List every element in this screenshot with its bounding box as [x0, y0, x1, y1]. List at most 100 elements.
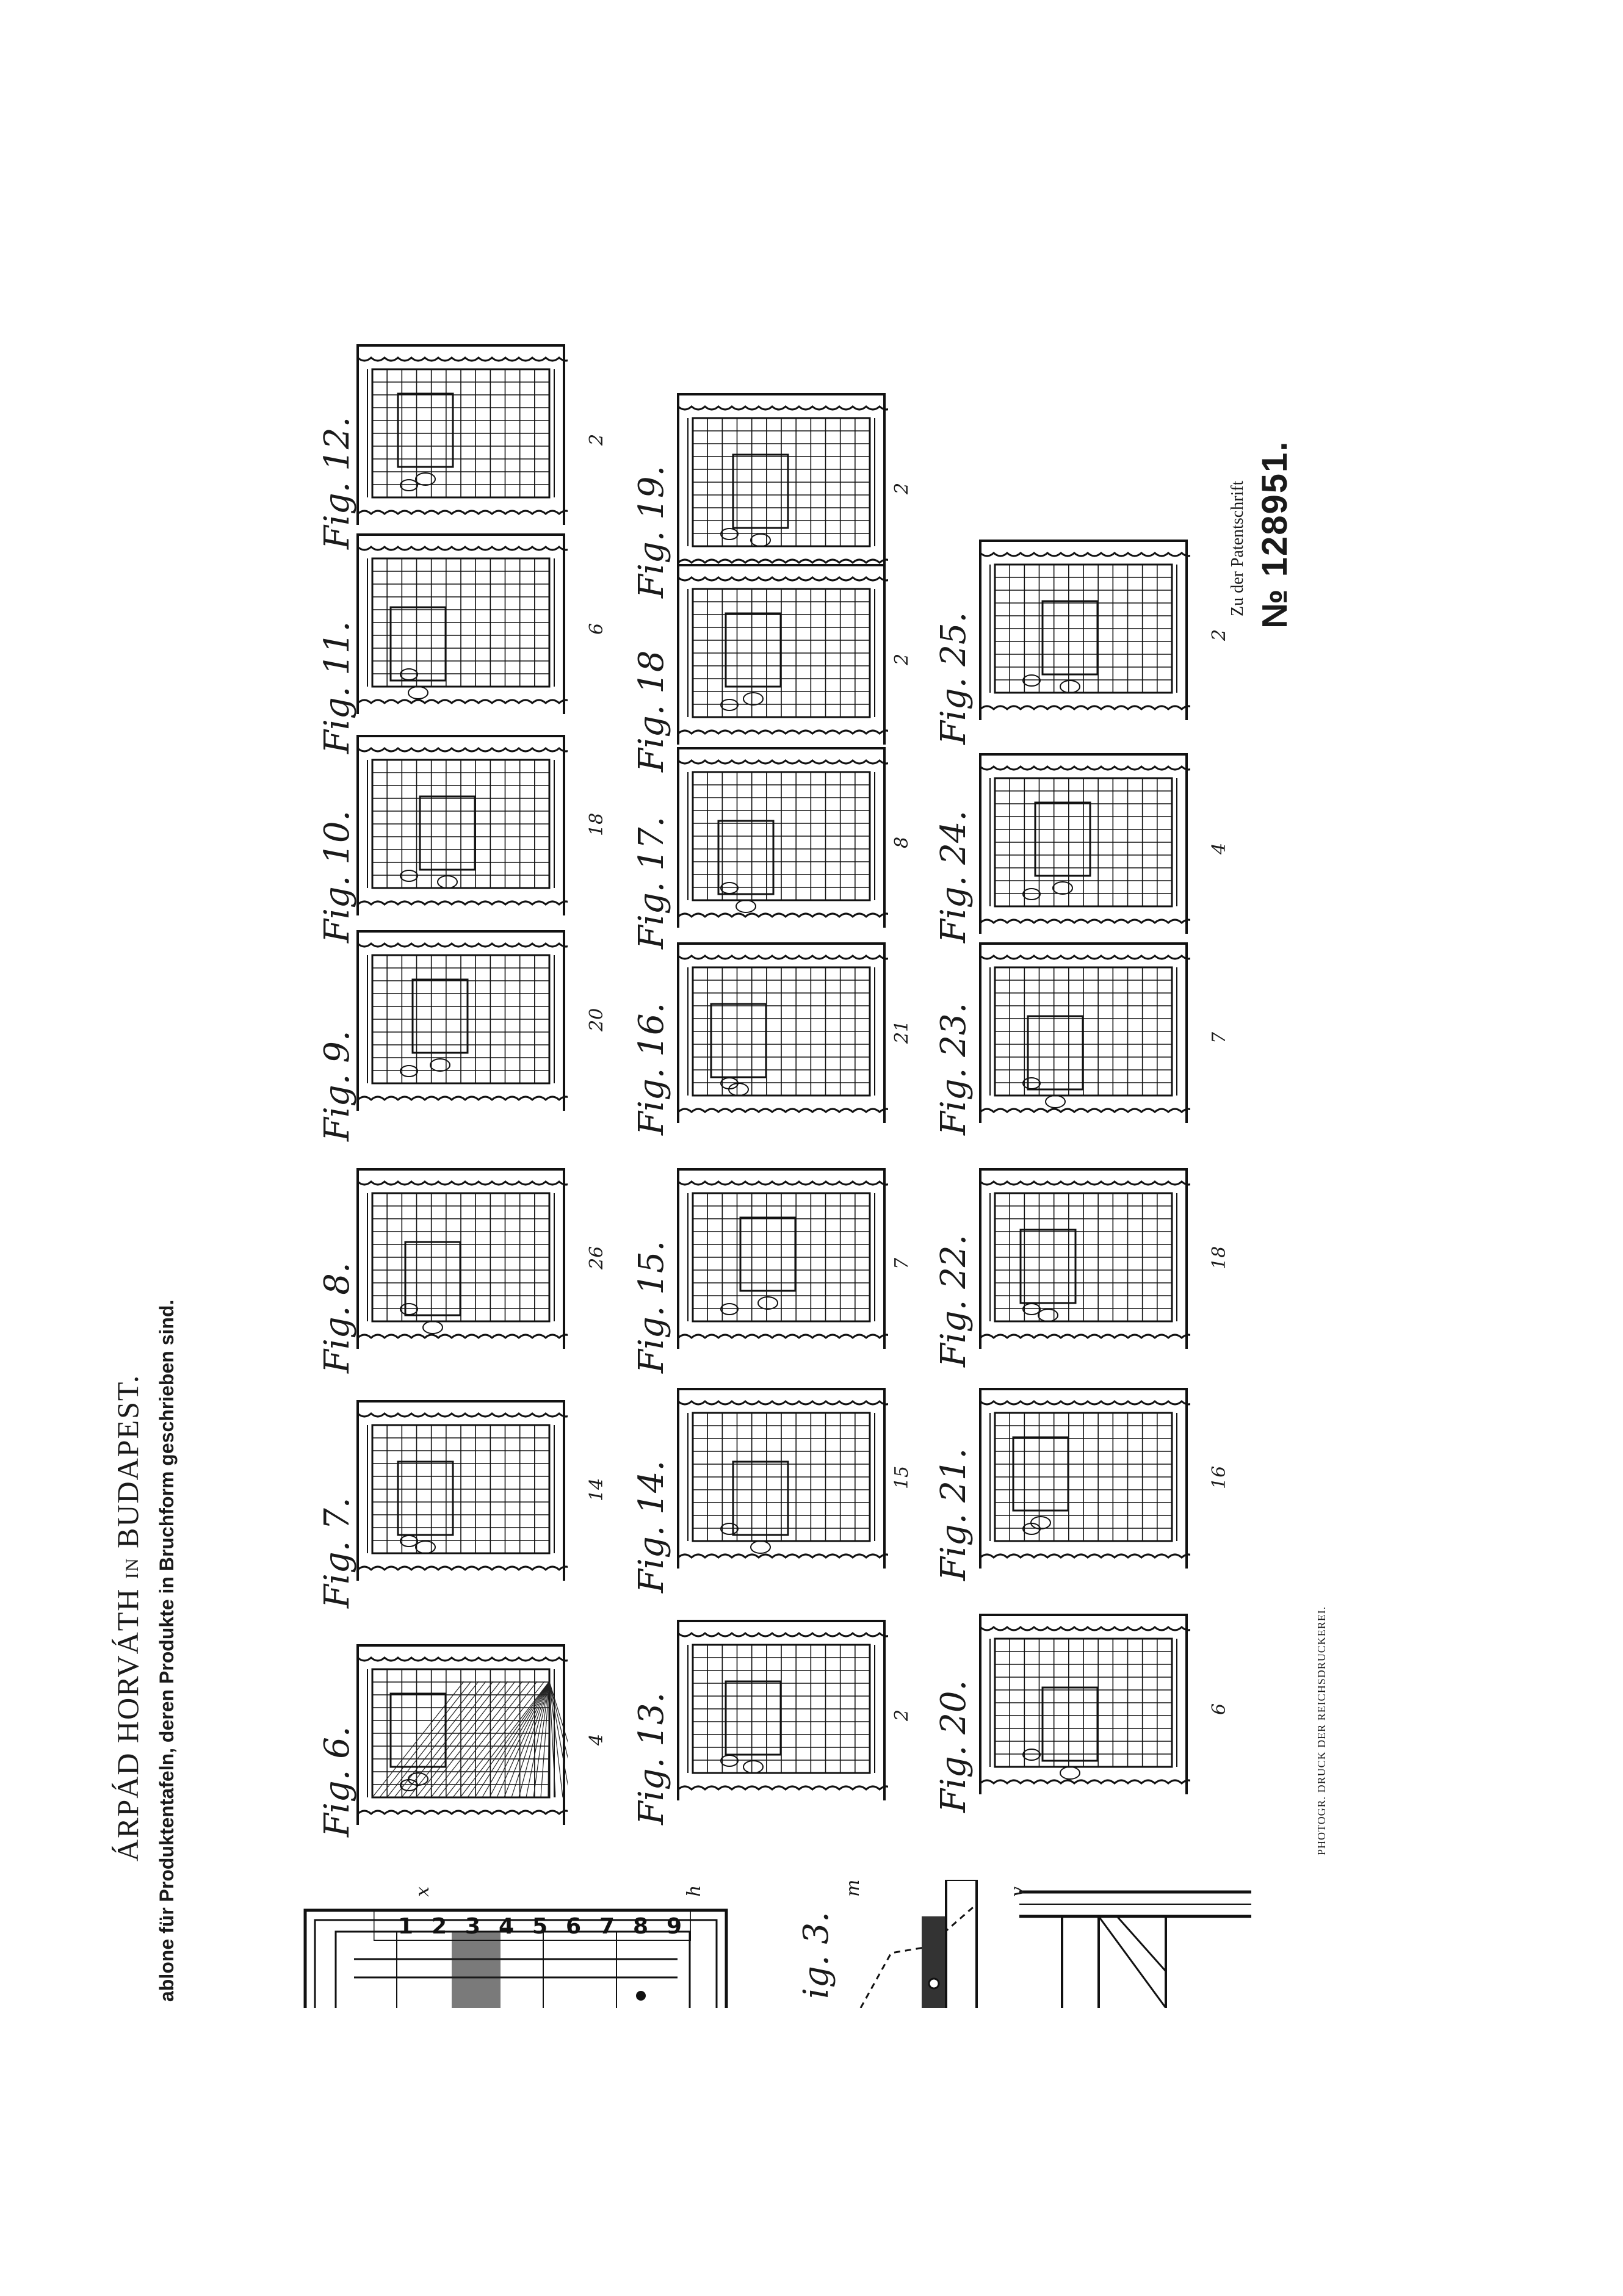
- figure-label: Fig. 15.: [632, 1240, 671, 1373]
- patent-label: Zu der Patentschrift: [1228, 480, 1247, 616]
- letter-h: h: [684, 1885, 705, 1897]
- figure-table-svg: [677, 1388, 888, 1569]
- figure-drawing: [977, 751, 1190, 934]
- figure-drawing: [977, 940, 1190, 1123]
- figure-table-svg: [979, 942, 1190, 1123]
- figure-drawing: [354, 1642, 568, 1825]
- scale-digit-8: 8: [633, 1914, 648, 1939]
- scale-digit-3: 3: [465, 1914, 480, 1939]
- figure-drawing: [977, 537, 1190, 720]
- figure-table-svg: [677, 564, 888, 745]
- figure-table-svg: [356, 930, 568, 1111]
- figure-drawing: [674, 391, 888, 574]
- scale-digit-5: 5: [532, 1914, 548, 1939]
- figure-drawing: [354, 1398, 568, 1581]
- figure-drawing: [674, 745, 888, 928]
- figure-number: 2: [891, 653, 913, 665]
- figure-label: Fig. 20.: [934, 1680, 974, 1813]
- inventor-line: ÁRPÁD HORVÁTH IN BUDAPEST.: [110, 1374, 145, 1861]
- figure-drawing: [674, 1166, 888, 1349]
- figure-drawing: [354, 928, 568, 1111]
- figure-number: 14: [586, 1478, 607, 1501]
- figure-label: Fig. 12.: [317, 416, 357, 549]
- figure-label: Fig. 9.: [317, 1030, 357, 1141]
- figure-table-svg: [677, 1168, 888, 1349]
- figure-label: Fig. 8.: [317, 1262, 357, 1373]
- figure-table-svg: [356, 1644, 568, 1825]
- figure-number: 15: [891, 1465, 913, 1489]
- partial-figure-frame: [299, 1904, 732, 2008]
- figure-label: Fig. 23.: [934, 1002, 974, 1135]
- figure-number: 18: [1209, 1246, 1230, 1269]
- figure-label: Fig. 11.: [317, 621, 357, 754]
- figure-number: 2: [1209, 629, 1230, 641]
- figure-drawing: [674, 1385, 888, 1569]
- figure-number: 18: [586, 812, 607, 836]
- figure-drawing: [674, 1617, 888, 1800]
- inventor-city: BUDAPEST.: [110, 1374, 145, 1548]
- figure-label: Fig. 17.: [632, 816, 671, 949]
- figure-drawing: [354, 732, 568, 915]
- figure-table-svg: [677, 747, 888, 928]
- figure-table-svg: [356, 533, 568, 714]
- figure-drawing: [354, 1166, 568, 1349]
- figure-label: Fig. 25.: [934, 612, 974, 745]
- figure-drawing: [977, 1611, 1190, 1794]
- figure-table-svg: [979, 1168, 1190, 1349]
- figure-table-svg: [356, 1168, 568, 1349]
- figure-label: Fig. 14.: [632, 1460, 671, 1593]
- figure-number: 7: [891, 1257, 913, 1269]
- figure-number: 8: [891, 836, 913, 848]
- figure-table-svg: [356, 344, 568, 525]
- figure-label: Fig. 6.: [317, 1726, 357, 1837]
- figure-drawing: [977, 1166, 1190, 1349]
- figure-label: Fig. 16.: [632, 1002, 671, 1135]
- figure-number: 21: [891, 1020, 913, 1044]
- figure-drawing: [354, 531, 568, 714]
- figure-number: 6: [586, 623, 607, 635]
- letter-v: v: [1007, 1886, 1028, 1897]
- printer-credit: PHOTOGR. DRUCK DER REICHSDRUCKEREI.: [1315, 1606, 1328, 1855]
- inventor-name: ÁRPÁD HORVÁTH: [110, 1587, 145, 1861]
- figure-label: Fig. 7.: [317, 1497, 357, 1608]
- scale-digit-4: 4: [499, 1914, 514, 1939]
- figure-label: Fig. 22.: [934, 1234, 974, 1367]
- figure-number: 2: [586, 433, 607, 446]
- figure-drawing: [674, 561, 888, 745]
- figure-label: Fig. 18: [632, 650, 671, 772]
- figure-number: 6: [1209, 1703, 1230, 1715]
- figure-number: 2: [891, 482, 913, 494]
- figure-number: 2: [891, 1709, 913, 1721]
- scale-digit-6: 6: [566, 1914, 581, 1939]
- letter-m: m: [842, 1879, 864, 1897]
- patent-number: № 128951.: [1255, 440, 1295, 629]
- figure-label: Fig. 19.: [632, 465, 671, 598]
- figure-table-svg: [677, 942, 888, 1123]
- figure-number: 16: [1209, 1465, 1230, 1489]
- figure-drawing: [674, 940, 888, 1123]
- figure-number: 26: [586, 1246, 607, 1269]
- figure-number: 4: [1209, 842, 1230, 854]
- figure-table-svg: [979, 1614, 1190, 1794]
- fig3-label: ig. 3.: [797, 1912, 836, 1999]
- partial-figure-4: [1013, 1880, 1257, 2009]
- figure-label: Fig. 24.: [934, 810, 974, 943]
- figure-label: Fig. 21.: [934, 1448, 974, 1581]
- figure-label: Fig. 13.: [632, 1692, 671, 1825]
- scale-digit-2: 2: [432, 1914, 447, 1939]
- figure-table-svg: [979, 753, 1190, 934]
- figure-table-svg: [356, 735, 568, 915]
- figure-number: 7: [1209, 1031, 1230, 1044]
- figure-number: 20: [586, 1008, 607, 1031]
- figure-table-svg: [677, 393, 888, 574]
- figure-table-svg: [979, 1388, 1190, 1569]
- scale-digit-1: 1: [398, 1914, 413, 1939]
- figure-drawing: [977, 1385, 1190, 1569]
- figure-drawing: [354, 342, 568, 525]
- figure-number: 4: [586, 1733, 607, 1745]
- inventor-connector: IN: [122, 1557, 142, 1579]
- figure-label: Fig. 10.: [317, 810, 357, 943]
- scale-bar: 1 2 3 4 5 6 7 8 9: [372, 1909, 692, 1942]
- letter-x: x: [412, 1886, 433, 1897]
